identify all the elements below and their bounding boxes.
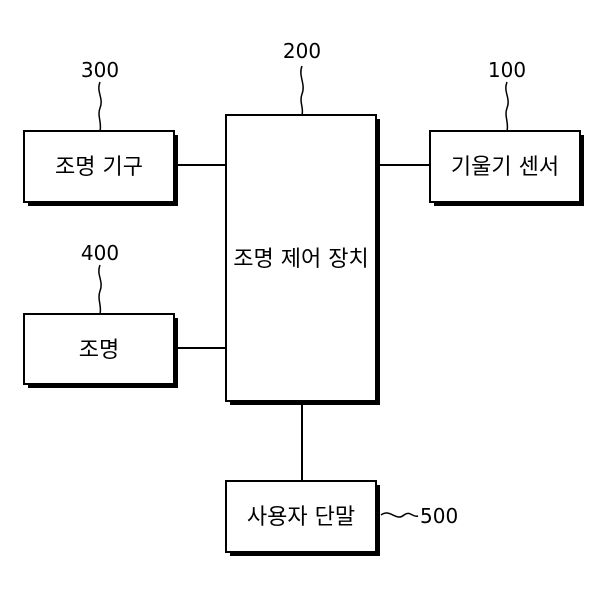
ref-400: 400 bbox=[81, 241, 119, 265]
user-terminal-label: 사용자 단말 bbox=[247, 505, 355, 530]
leader-200 bbox=[300, 65, 304, 116]
boxes bbox=[23, 114, 581, 553]
leader-lines bbox=[98, 65, 509, 518]
light-fixture-label: 조명 기구 bbox=[55, 155, 143, 180]
ref-500: 500 bbox=[420, 504, 458, 528]
connectors bbox=[174, 164, 430, 481]
tilt-sensor-box bbox=[429, 130, 581, 203]
leader-400 bbox=[98, 264, 102, 315]
ref-300: 300 bbox=[81, 58, 119, 82]
ref-100: 100 bbox=[488, 58, 526, 82]
tilt-sensor-label: 기울기 센서 bbox=[451, 155, 559, 180]
user-terminal-box bbox=[225, 480, 377, 553]
lighting-label: 조명 bbox=[79, 338, 119, 363]
lighting-box bbox=[23, 313, 175, 385]
light-fixture-box bbox=[23, 130, 175, 203]
ref-200: 200 bbox=[283, 39, 321, 63]
leader-100 bbox=[505, 81, 509, 132]
control-device-box bbox=[225, 114, 377, 402]
control-device-label: 조명 제어 장치 bbox=[233, 247, 368, 272]
leader-500 bbox=[380, 512, 419, 518]
leader-300 bbox=[98, 81, 102, 132]
